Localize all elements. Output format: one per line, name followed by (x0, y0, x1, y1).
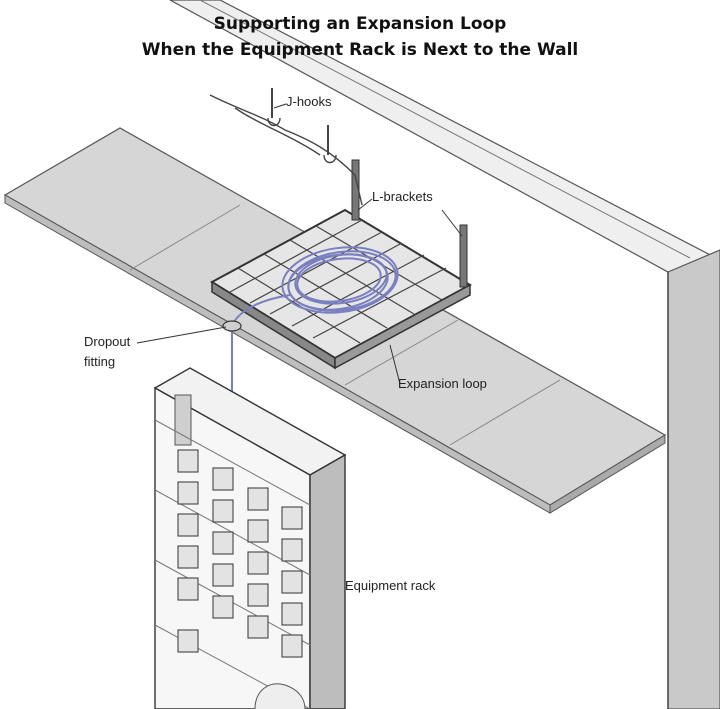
label-dropout: Dropout fitting (84, 332, 130, 372)
leader-lines (136, 103, 463, 385)
label-j-hooks: J-hooks (286, 94, 332, 109)
l-bracket-right (459, 224, 468, 288)
expansion-loop-cable (231, 246, 399, 470)
j-hooks (209, 88, 363, 206)
title-line-2: When the Equipment Rack is Next to the W… (141, 40, 579, 60)
title-line-1: Supporting an Expansion Loop (213, 14, 507, 34)
label-dropout-line2: fitting (84, 354, 116, 369)
wall-corner (667, 249, 720, 709)
label-dropout-line1: Dropout (84, 334, 131, 349)
dropout-fitting (222, 320, 242, 332)
wall (169, 0, 720, 709)
label-expansion-loop: Expansion loop (398, 376, 487, 391)
label-equipment-rack: Equipment rack (345, 578, 436, 593)
equipment-rack (153, 367, 347, 709)
label-l-brackets: L-brackets (372, 189, 433, 204)
cable-tray (210, 159, 473, 370)
